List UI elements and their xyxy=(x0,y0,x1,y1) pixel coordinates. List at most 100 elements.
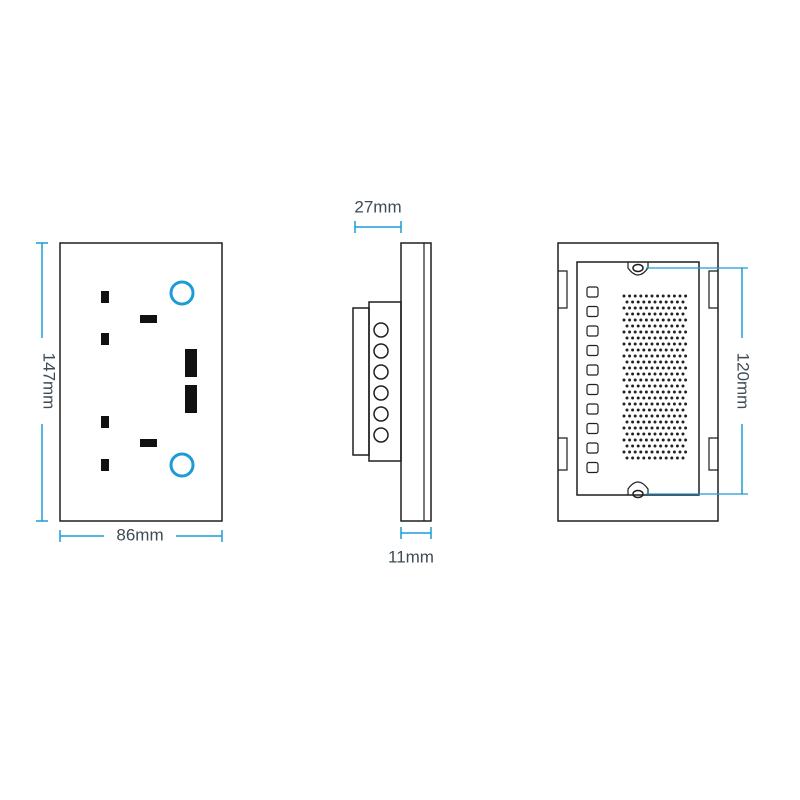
vent-hole xyxy=(661,414,665,418)
vent-hole xyxy=(653,336,657,340)
vent-hole xyxy=(672,438,676,442)
vent-hole xyxy=(639,438,643,442)
vent-hole xyxy=(675,432,679,436)
vent-hole xyxy=(644,414,648,418)
vent-hole xyxy=(681,456,685,460)
vent-hole xyxy=(672,390,676,394)
vent-hole xyxy=(639,414,643,418)
screw-terminal-group xyxy=(373,322,389,443)
vent-hole xyxy=(642,432,646,436)
vent-hole xyxy=(684,450,688,454)
vent-hole xyxy=(625,408,629,412)
vent-hole xyxy=(672,342,676,346)
vent-hole xyxy=(636,396,640,400)
vent-hole xyxy=(659,372,663,376)
vent-hole xyxy=(667,318,671,322)
vent-hole xyxy=(667,450,671,454)
vent-hole xyxy=(659,408,663,412)
vent-hole xyxy=(675,384,679,388)
vent-hole xyxy=(659,324,663,328)
vent-hole xyxy=(681,408,685,412)
vent-hole xyxy=(656,390,660,394)
vent-hole xyxy=(681,384,685,388)
vent-hole xyxy=(684,366,688,370)
vent-hole xyxy=(650,450,654,454)
vent-hole xyxy=(667,414,671,418)
pin-slot-icon xyxy=(140,315,157,323)
vent-hole xyxy=(672,354,676,358)
vent-hole xyxy=(672,318,676,322)
vent-hole xyxy=(675,444,679,448)
vent-hole xyxy=(625,432,629,436)
vent-hole xyxy=(644,354,648,358)
front-height-dimension: 147mm xyxy=(36,242,59,522)
vent-hole xyxy=(664,348,668,352)
back-view xyxy=(557,242,719,522)
vent-hole xyxy=(628,354,632,358)
vent-hole xyxy=(653,300,657,304)
vent-hole xyxy=(650,426,654,430)
vent-hole xyxy=(684,438,688,442)
vent-hole xyxy=(633,450,637,454)
vent-hole xyxy=(664,444,668,448)
vent-hole xyxy=(639,330,643,334)
vent-hole xyxy=(647,444,651,448)
vent-hole xyxy=(636,336,640,340)
vent-hole xyxy=(681,372,685,376)
vent-hole xyxy=(628,378,632,382)
vent-hole xyxy=(631,372,635,376)
vent-hole xyxy=(675,456,679,460)
vent-hole xyxy=(628,318,632,322)
vent-hole xyxy=(644,318,648,322)
vent-hole xyxy=(661,366,665,370)
vent-hole xyxy=(644,390,648,394)
vent-hole xyxy=(631,360,635,364)
vent-hole xyxy=(681,420,685,424)
vent-hole xyxy=(670,360,674,364)
vent-hole xyxy=(664,336,668,340)
back-slot-column xyxy=(586,286,599,474)
vent-hole xyxy=(647,432,651,436)
vent-hole xyxy=(622,402,626,406)
vent-hole xyxy=(647,396,651,400)
vent-hole xyxy=(659,432,663,436)
side-depth-dimension: 27mm xyxy=(354,197,402,233)
side-view xyxy=(352,242,432,522)
vent-hole xyxy=(656,294,660,298)
back-slot-icon xyxy=(586,364,599,376)
vent-hole xyxy=(672,306,676,310)
vent-hole xyxy=(650,354,654,358)
vent-hole xyxy=(650,330,654,334)
vent-hole xyxy=(653,384,657,388)
vent-hole xyxy=(667,438,671,442)
vent-hole xyxy=(636,348,640,352)
vent-hole xyxy=(647,384,651,388)
vent-hole xyxy=(684,342,688,346)
vent-hole xyxy=(644,366,648,370)
vent-hole xyxy=(678,318,682,322)
vent-hole xyxy=(653,360,657,364)
vent-hole xyxy=(639,294,643,298)
vent-hole xyxy=(631,444,635,448)
vent-hole xyxy=(633,378,637,382)
vent-hole xyxy=(642,396,646,400)
front-height-label: 147mm xyxy=(40,353,59,410)
vent-hole xyxy=(678,378,682,382)
vent-hole xyxy=(675,348,679,352)
vent-hole xyxy=(678,438,682,442)
vent-hole xyxy=(633,306,637,310)
back-slot-icon xyxy=(586,286,599,298)
usb-port-icon xyxy=(185,349,197,377)
vent-hole xyxy=(622,390,626,394)
vent-hole xyxy=(659,336,663,340)
vent-hole xyxy=(661,294,665,298)
vent-hole xyxy=(625,384,629,388)
vent-hole xyxy=(670,300,674,304)
vent-hole xyxy=(681,396,685,400)
vent-hole xyxy=(622,318,626,322)
vent-hole xyxy=(625,444,629,448)
vent-hole xyxy=(622,330,626,334)
vent-hole xyxy=(633,342,637,346)
vent-hole xyxy=(670,348,674,352)
vent-hole xyxy=(631,348,635,352)
